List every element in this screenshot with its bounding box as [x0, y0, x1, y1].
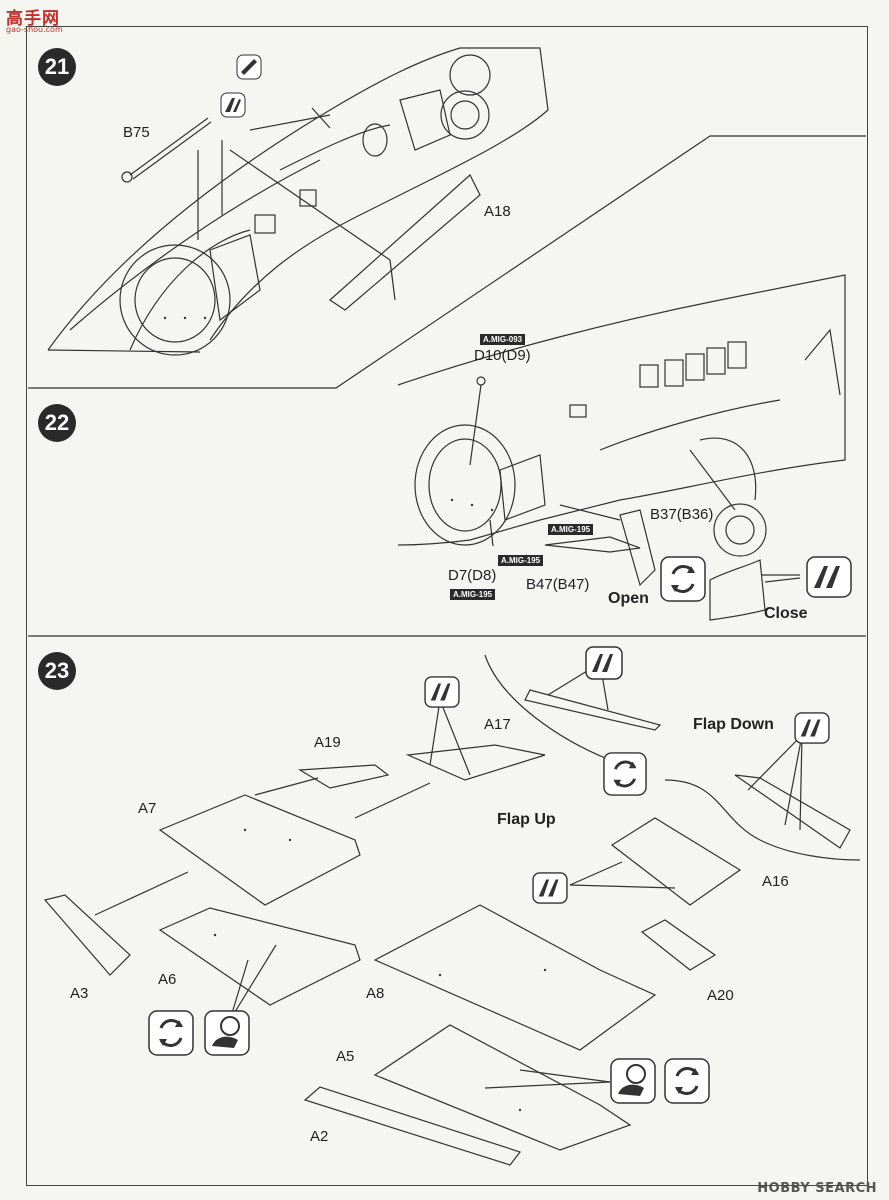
instruction-frame — [26, 26, 868, 1186]
flap-down-drawing — [484, 654, 861, 861]
part-label-b47: B47(B47) — [526, 576, 590, 593]
caption-flap-down: Flap Down — [693, 716, 774, 733]
part-a8-drawing — [373, 904, 657, 1051]
part-label-a18: A18 — [484, 203, 511, 220]
rivet-dots — [163, 316, 547, 1112]
part-a6-drawing — [158, 907, 361, 1006]
part-label-d10: D10(D9) — [474, 347, 531, 364]
fuselage-step21 — [47, 47, 549, 356]
cement-icon-flap-down-top — [585, 646, 623, 680]
part-label-d7: D7(D8) — [448, 567, 497, 584]
part-label-a7: A7 — [138, 800, 157, 817]
fuselage-step22 — [397, 274, 846, 557]
part-b75-drawing — [121, 117, 212, 183]
cement-icon-a17 — [424, 676, 460, 708]
drill-hole-icon-a6 — [204, 1010, 250, 1056]
part-label-a6: A6 — [158, 971, 177, 988]
close-door-drawing — [709, 559, 801, 621]
part-a7-drawing — [158, 794, 361, 906]
part-a19-drawing — [298, 764, 390, 789]
step-21-badge: 21 — [38, 48, 76, 86]
part-label-a8: A8 — [366, 985, 385, 1002]
paint-tag-mig195-b37: A.MIG-195 — [548, 524, 594, 535]
step21-guide-lines — [197, 107, 396, 301]
part-a18-drawing — [329, 174, 481, 311]
part-label-a17: A17 — [484, 716, 511, 733]
drill-hole-icon-a5 — [610, 1058, 656, 1104]
part-label-b37: B37(B36) — [650, 506, 714, 523]
step-22-badge: 22 — [38, 404, 76, 442]
paint-tag-mig093: A.MIG-093 — [480, 334, 526, 345]
part-label-a5: A5 — [336, 1048, 355, 1065]
watermark-logo-top: 高手网 — [6, 9, 60, 29]
part-a17-drawing — [405, 744, 546, 781]
part-label-a16: A16 — [762, 873, 789, 890]
part-label-b75: B75 — [123, 124, 150, 141]
caption-open: Open — [608, 590, 649, 607]
step-23-badge: 23 — [38, 652, 76, 690]
step-divider-21-22 — [28, 135, 866, 389]
part-label-a3: A3 — [70, 985, 89, 1002]
glue-icon — [236, 54, 262, 80]
part-a5-drawing — [373, 1024, 632, 1151]
caption-flap-up: Flap Up — [497, 811, 556, 828]
paint-tag-mig195-d7: A.MIG-195 — [450, 589, 496, 600]
part-label-a20: A20 — [707, 987, 734, 1004]
step22-parts-drawing — [469, 376, 656, 587]
cement-icon-flap-down — [794, 712, 830, 744]
rotate-icon-a5 — [664, 1058, 710, 1104]
cement-icon — [220, 92, 246, 118]
paint-tag-mig195-b47: A.MIG-195 — [498, 555, 544, 566]
step23-arrows — [94, 777, 431, 916]
part-a16-drawing — [610, 817, 742, 906]
part-a20-drawing — [640, 919, 717, 971]
caption-close: Close — [764, 605, 808, 622]
cement-icon-a16 — [532, 872, 568, 904]
rotate-icon-flap — [603, 752, 647, 796]
rotate-icon-open — [660, 556, 706, 602]
part-a3-drawing — [43, 894, 131, 976]
part-a2-drawing — [303, 1086, 521, 1166]
rotate-icon-a6 — [148, 1010, 194, 1056]
watermark-logo-bottom: HOBBY SEARCH — [757, 1181, 877, 1196]
part-label-a2: A2 — [310, 1128, 329, 1145]
watermark-logo-top-sub: gao-shou.com — [6, 25, 63, 34]
part-label-a19: A19 — [314, 734, 341, 751]
cement-icon-close — [806, 556, 852, 598]
